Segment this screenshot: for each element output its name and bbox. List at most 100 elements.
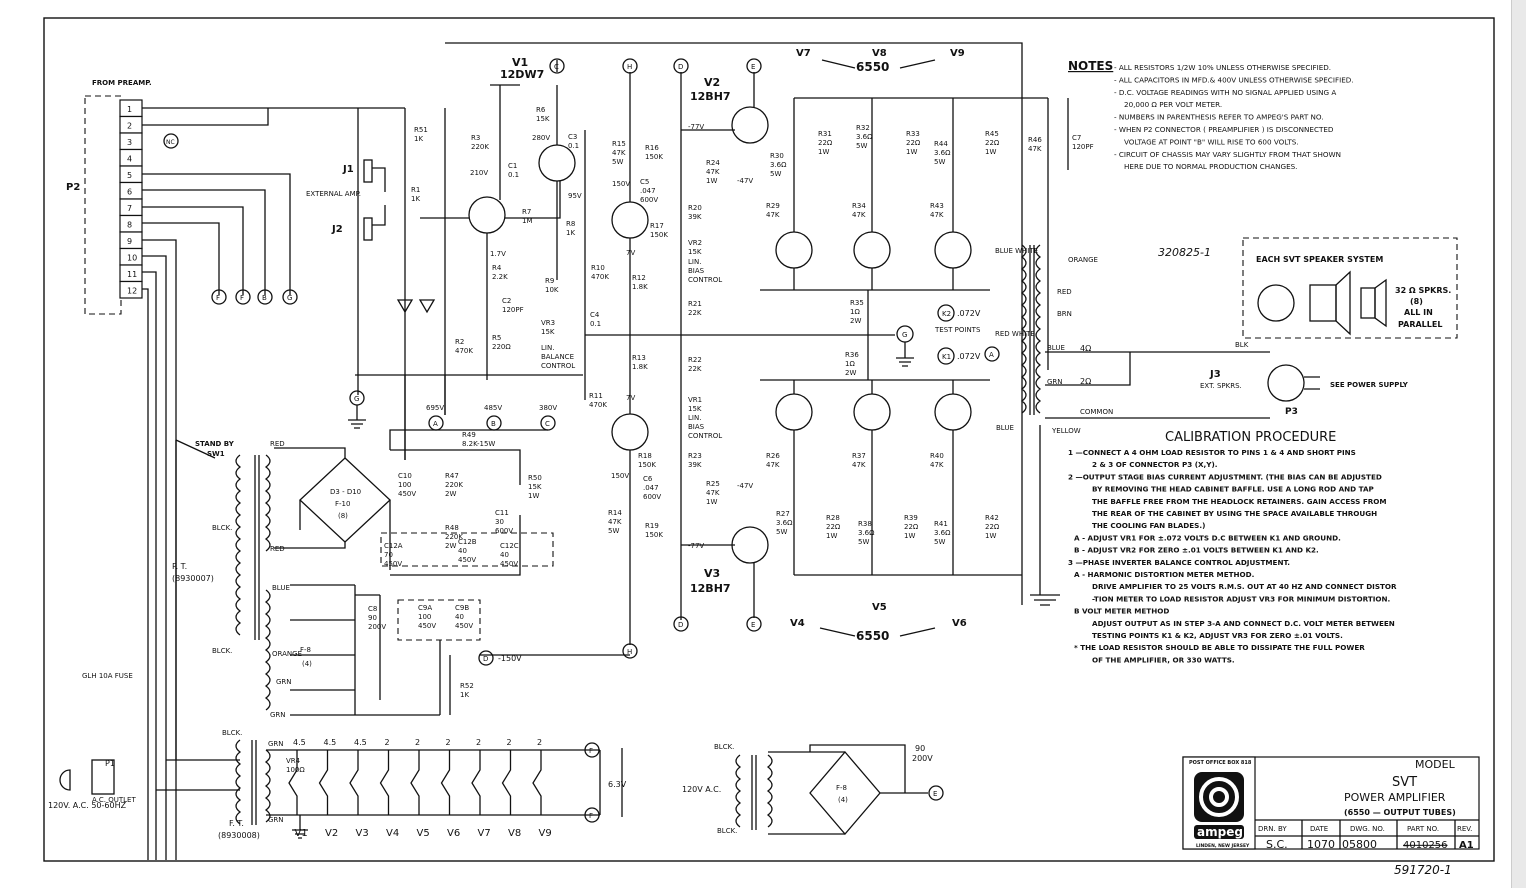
svg-text:F: F	[589, 747, 593, 755]
capacitor-value: 30	[495, 518, 504, 526]
lin-bias-label: LIN.	[688, 258, 701, 266]
svg-text:B: B	[262, 294, 267, 302]
svg-text:D: D	[483, 655, 488, 663]
resistor-value: 15K	[536, 115, 550, 123]
resistor-ref: R20	[688, 204, 702, 212]
model-value: SVT	[1392, 775, 1417, 790]
notes-heading: NOTES	[1068, 59, 1113, 73]
resistor-ref: R1	[411, 186, 420, 194]
common-label: COMMON	[1080, 408, 1113, 416]
resistor-value: 1K	[460, 691, 469, 699]
potentiometer-value: 15K	[541, 328, 555, 336]
svg-text:F: F	[240, 294, 244, 302]
bias-f8-count: (4)	[838, 796, 848, 804]
bottom-6550-label: 6550	[856, 629, 889, 643]
resistor-value: 22Ω	[985, 523, 1000, 531]
resistor-ref: R50	[528, 474, 542, 482]
capacitor-value: 450V	[398, 490, 416, 498]
voltage-reading: 210V	[470, 169, 488, 177]
svg-text:G: G	[902, 331, 907, 339]
p2-pin-number: 7	[127, 204, 132, 213]
bias-cap-90: 90	[915, 744, 925, 753]
resistor-ref: R9	[545, 277, 554, 285]
col-drn: DRN. BY	[1258, 825, 1287, 833]
heater-tube-label: V9	[539, 828, 552, 839]
orange-label: ORANGE	[1068, 256, 1098, 264]
resistor-value: 1Ω	[850, 308, 860, 316]
resistor-ref: R28	[826, 514, 840, 522]
v8-label: V8	[872, 48, 887, 59]
resistor-value: 2.2K	[492, 273, 508, 281]
note-line: - D.C. VOLTAGE READINGS WITH NO SIGNAL A…	[1114, 88, 1336, 97]
resistor-ref: R36	[845, 351, 859, 359]
pt-part: (8930007)	[172, 574, 214, 583]
resistor-value: 5W	[934, 158, 945, 166]
note-line: HERE DUE TO NORMAL PRODUCTION CHANGES.	[1124, 162, 1297, 171]
val-dwg: 05800	[1342, 838, 1377, 851]
resistor-value: 22Ω	[904, 523, 919, 531]
ft-grn-1: GRN	[268, 740, 284, 748]
heater-voltage: 4.5	[324, 738, 337, 747]
resistor-value: 1W	[826, 532, 837, 540]
potentiometer-ref: VR2	[688, 239, 702, 247]
heater-voltage: 2	[476, 738, 481, 747]
v4-label: V4	[790, 618, 805, 629]
resistor-ref: R34	[852, 202, 866, 210]
test-points-label: TEST POINTS	[934, 326, 981, 334]
svg-text:E: E	[751, 621, 755, 629]
bias-blck-1: BLCK.	[714, 743, 734, 751]
resistor-ref: R42	[985, 514, 999, 522]
lin-bias-label: BIAS	[688, 267, 705, 275]
resistor-ref: R47	[445, 472, 459, 480]
capacitor-value: 100	[398, 481, 411, 489]
v1-type: 12DW7	[500, 68, 544, 81]
val-rev: A1	[1459, 840, 1474, 851]
resistor-ref: R43	[930, 202, 944, 210]
f8-label: F-8	[300, 646, 311, 654]
calibration-line: A - HARMONIC DISTORTION METER METHOD.	[1074, 570, 1254, 579]
p2-pin-number: 2	[127, 122, 132, 131]
svg-text:F: F	[589, 812, 593, 820]
ohm4-label: 4Ω	[1080, 344, 1091, 353]
p2-pin-number: 5	[127, 171, 132, 180]
calibration-line: THE REAR OF THE CABINET BY USING THE SPA…	[1092, 509, 1377, 518]
calibration-title: CALIBRATION PROCEDURE	[1165, 430, 1336, 445]
resistor-ref: R7	[522, 208, 531, 216]
svg-text:A: A	[433, 420, 438, 428]
ft-part: (8930008)	[218, 831, 260, 840]
pt-grn-2: GRN	[270, 711, 286, 719]
resistor-value: 47K	[1028, 145, 1042, 153]
capacitor-ref: C5	[640, 178, 649, 186]
heater-voltage: 2	[537, 738, 542, 747]
voltage-reading: 1.7V	[490, 250, 506, 258]
v3-type: 12BH7	[690, 582, 731, 595]
speaker-label-1: 32 Ω SPKRS.	[1395, 286, 1451, 295]
v380-label: 380V	[539, 404, 557, 412]
capacitor-value: 100	[418, 613, 431, 621]
calibration-line: THE COOLING FAN BLADES.)	[1092, 521, 1205, 530]
resistor-value: 10K	[545, 286, 559, 294]
resistor-ref: R46	[1028, 136, 1042, 144]
resistor-value: 1W	[906, 148, 917, 156]
svg-text:C: C	[554, 63, 559, 71]
capacitor-value: 90	[368, 614, 377, 622]
model-desc: POWER AMPLIFIER	[1344, 791, 1446, 804]
v1-label: V1	[512, 56, 528, 69]
pt-red-top: RED	[270, 440, 285, 448]
minus77-top: -77V	[688, 123, 704, 131]
resistor-value: 5W	[858, 538, 869, 546]
calibration-line: B - ADJUST VR2 FOR ZERO ±.01 VOLTS BETWE…	[1074, 546, 1319, 555]
resistor-value: 150K	[650, 231, 668, 239]
calibration-line: 3 —PHASE INVERTER BALANCE CONTROL ADJUST…	[1068, 558, 1290, 567]
capacitor-ref: C12B	[458, 538, 477, 546]
output-transformer: BLUE WHITE RED WHITE BLUE ORANGE RED BRN…	[995, 97, 1409, 606]
capacitor-value: 120PF	[502, 306, 524, 314]
heater-voltage: 2	[385, 738, 390, 747]
calibration-line: THE BAFFLE FREE FROM THE HEADLOCK RETAIN…	[1092, 497, 1387, 506]
capacitor-value: 450V	[455, 622, 473, 630]
title-address-1: POST OFFICE BOX 818	[1189, 760, 1252, 766]
p2-pin-number: 1	[127, 105, 132, 114]
resistor-value: 1W	[528, 492, 539, 500]
resistor-value: 1W	[904, 532, 915, 540]
